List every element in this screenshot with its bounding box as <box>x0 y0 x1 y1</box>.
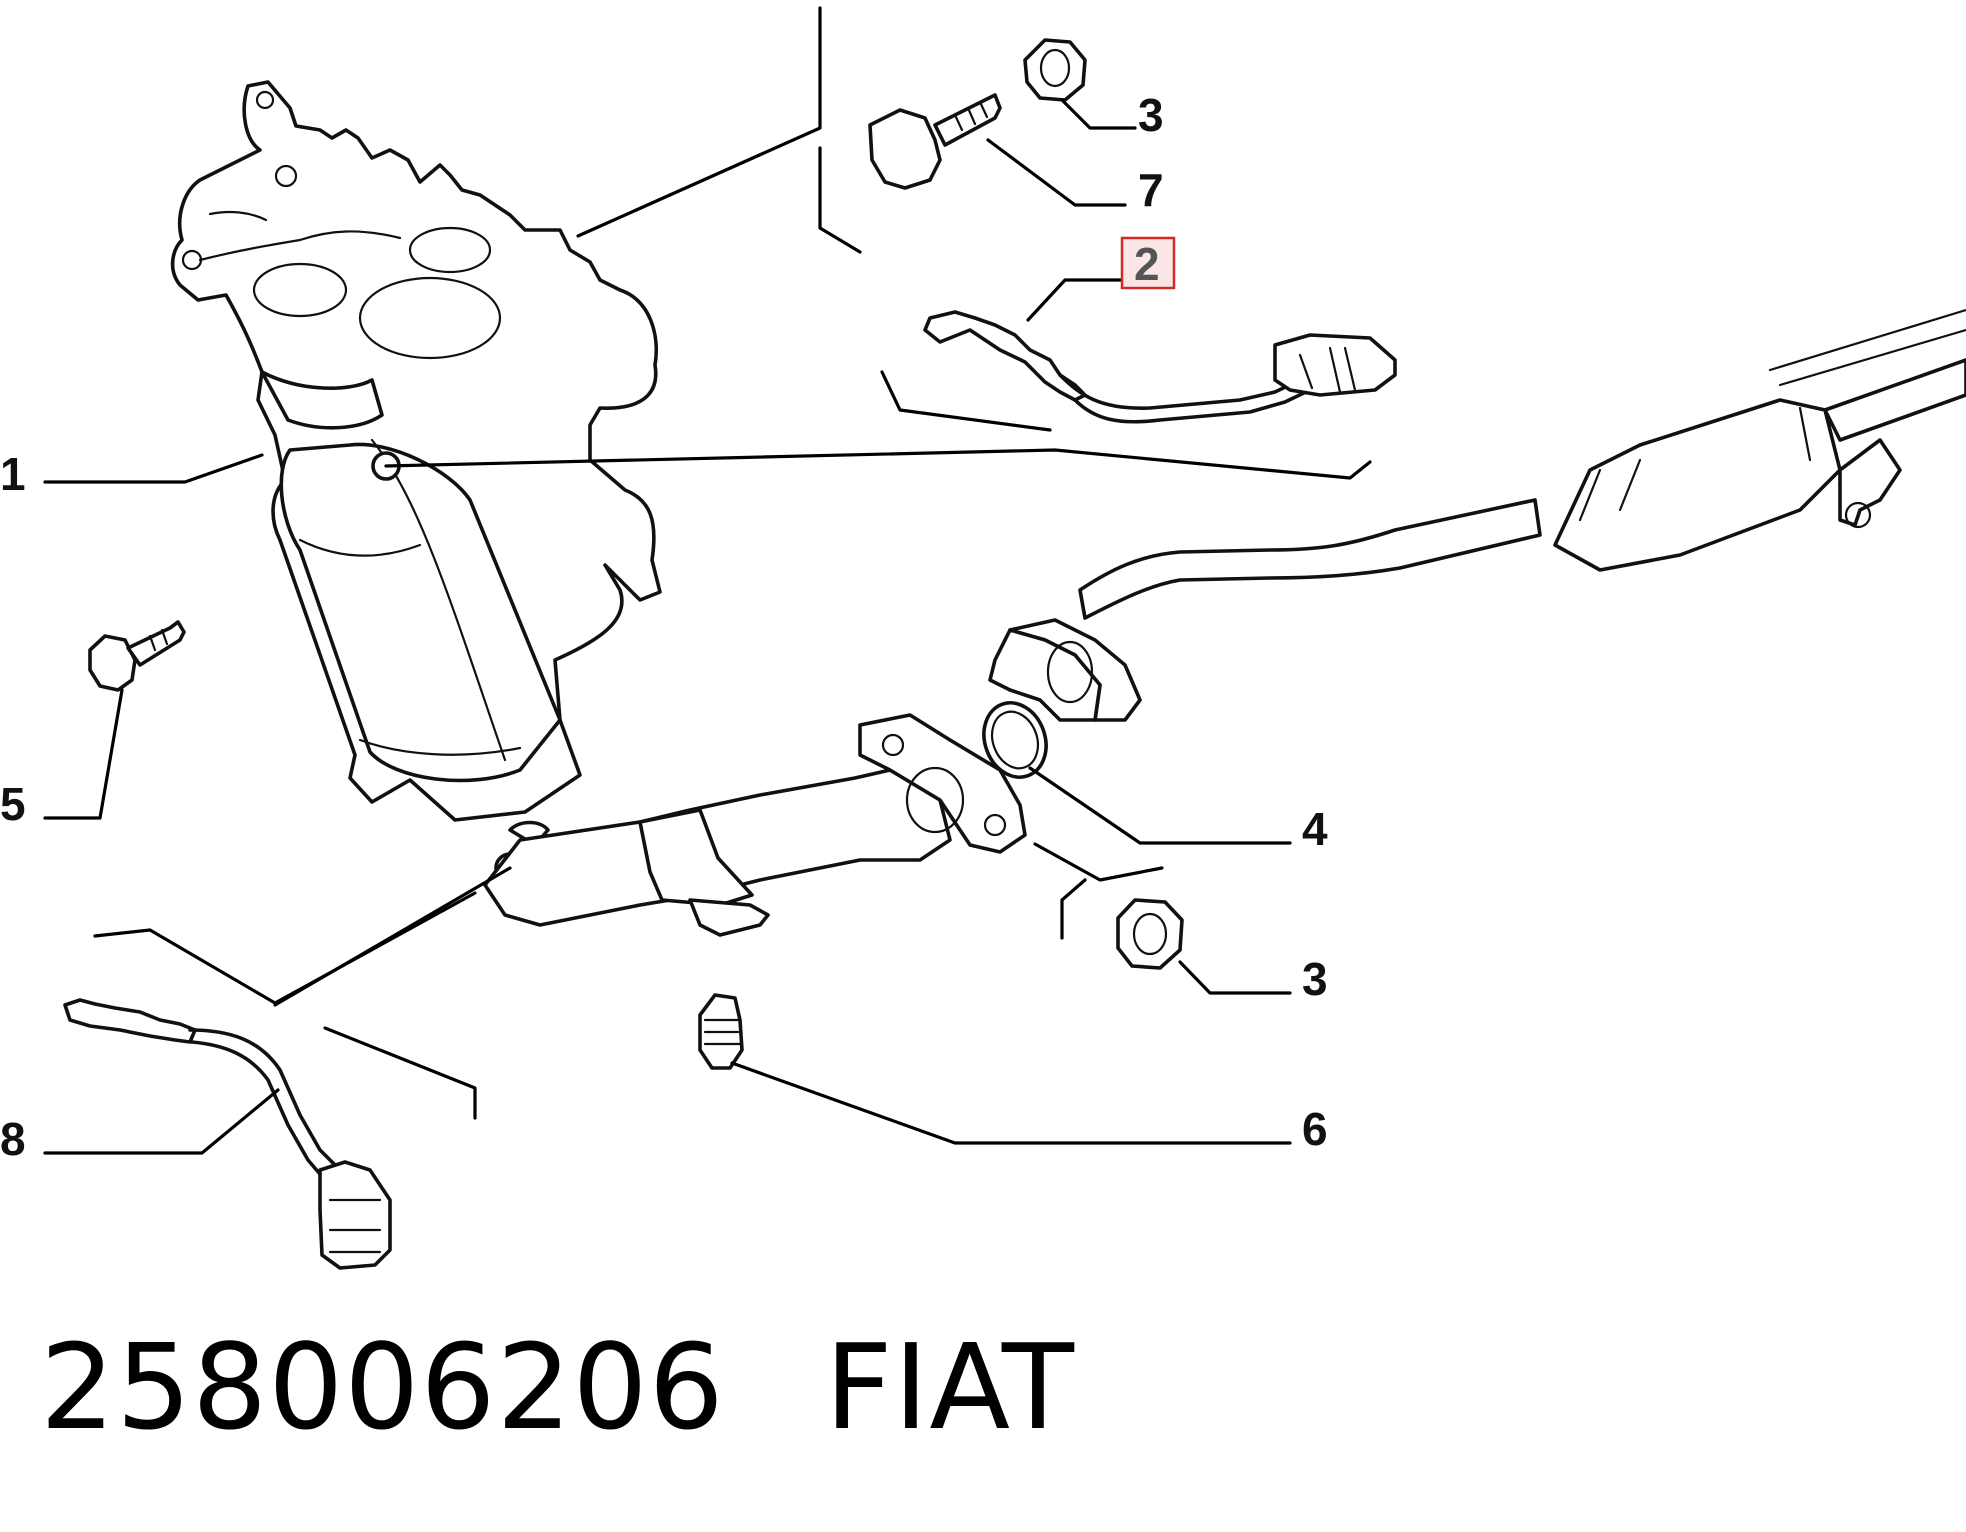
leader-7 <box>986 138 1127 207</box>
leader-4 <box>1028 766 1292 845</box>
callout-3-top: 3 <box>1138 89 1164 141</box>
callout-8: 8 <box>0 1113 26 1165</box>
bolt-icon <box>868 93 1002 190</box>
callout-6: 6 <box>1302 1103 1328 1155</box>
leader-6 <box>730 1061 1292 1145</box>
callout-1: 1 <box>0 448 26 500</box>
intermediate-pipe-icon <box>988 308 1966 722</box>
leader-3a <box>1060 98 1137 130</box>
callout-5: 5 <box>0 778 26 830</box>
leader-5 <box>43 688 124 820</box>
callout-labels: 1 2 3 7 4 3 5 6 8 <box>0 89 1328 1165</box>
hex-nut-lower-icon <box>1116 898 1184 970</box>
leader-2 <box>1026 278 1124 322</box>
exhaust-manifold-catalyst-icon <box>170 80 662 884</box>
callout-leaders <box>43 98 1372 1155</box>
leader-1 <box>43 453 264 484</box>
exhaust-pipe-icon <box>483 713 1027 937</box>
brand-name: FIAT <box>824 1318 1076 1456</box>
leader-8 <box>43 1088 280 1155</box>
callout-2: 2 <box>1134 238 1160 290</box>
highlight-box <box>1120 236 1176 290</box>
hex-nut-icon <box>1023 38 1087 102</box>
part-number: 258006206 <box>40 1318 725 1456</box>
lambda-sensor-downstream-icon <box>63 998 392 1270</box>
leader-1b <box>384 448 1372 480</box>
callout-3-bottom: 3 <box>1302 953 1328 1005</box>
stud-icon <box>698 993 744 1070</box>
callout-4: 4 <box>1302 803 1328 855</box>
leader-1c <box>273 866 512 1007</box>
callout-7: 7 <box>1138 164 1164 216</box>
leader-3b <box>1178 960 1292 995</box>
bolt-left-icon <box>88 620 186 692</box>
lambda-sensor-icon <box>923 310 1397 424</box>
gasket-ring-icon <box>982 701 1048 779</box>
